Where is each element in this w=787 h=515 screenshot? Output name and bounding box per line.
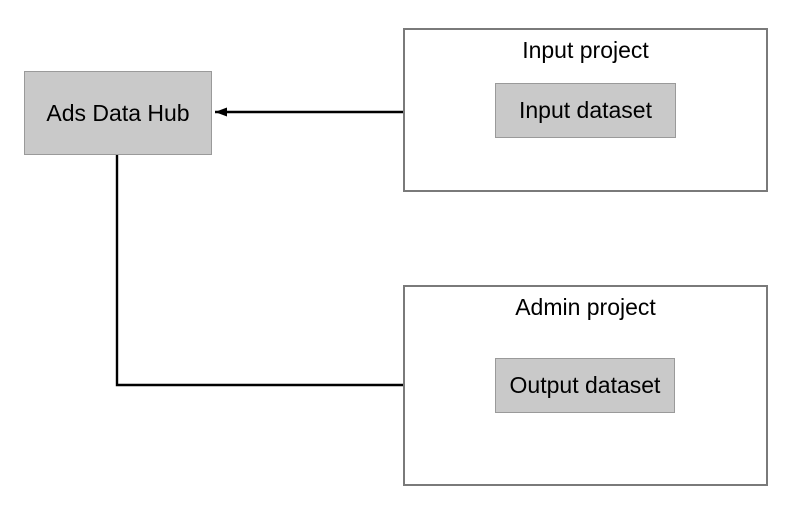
admin-project-title: Admin project (515, 294, 656, 320)
node-output-dataset-label: Output dataset (509, 372, 661, 399)
input-project-title: Input project (522, 37, 649, 63)
node-input-dataset-label: Input dataset (519, 97, 652, 124)
node-output-dataset: Output dataset (495, 358, 675, 413)
container-admin-project: Admin project Output dataset (403, 285, 768, 486)
node-ads-data-hub-label: Ads Data Hub (46, 99, 190, 126)
container-input-project: Input project Input dataset (403, 28, 768, 192)
node-ads-data-hub: Ads Data Hub (24, 71, 212, 155)
arrow-ads-data-hub-to-output-dataset (115, 155, 491, 390)
node-input-dataset: Input dataset (495, 83, 676, 138)
